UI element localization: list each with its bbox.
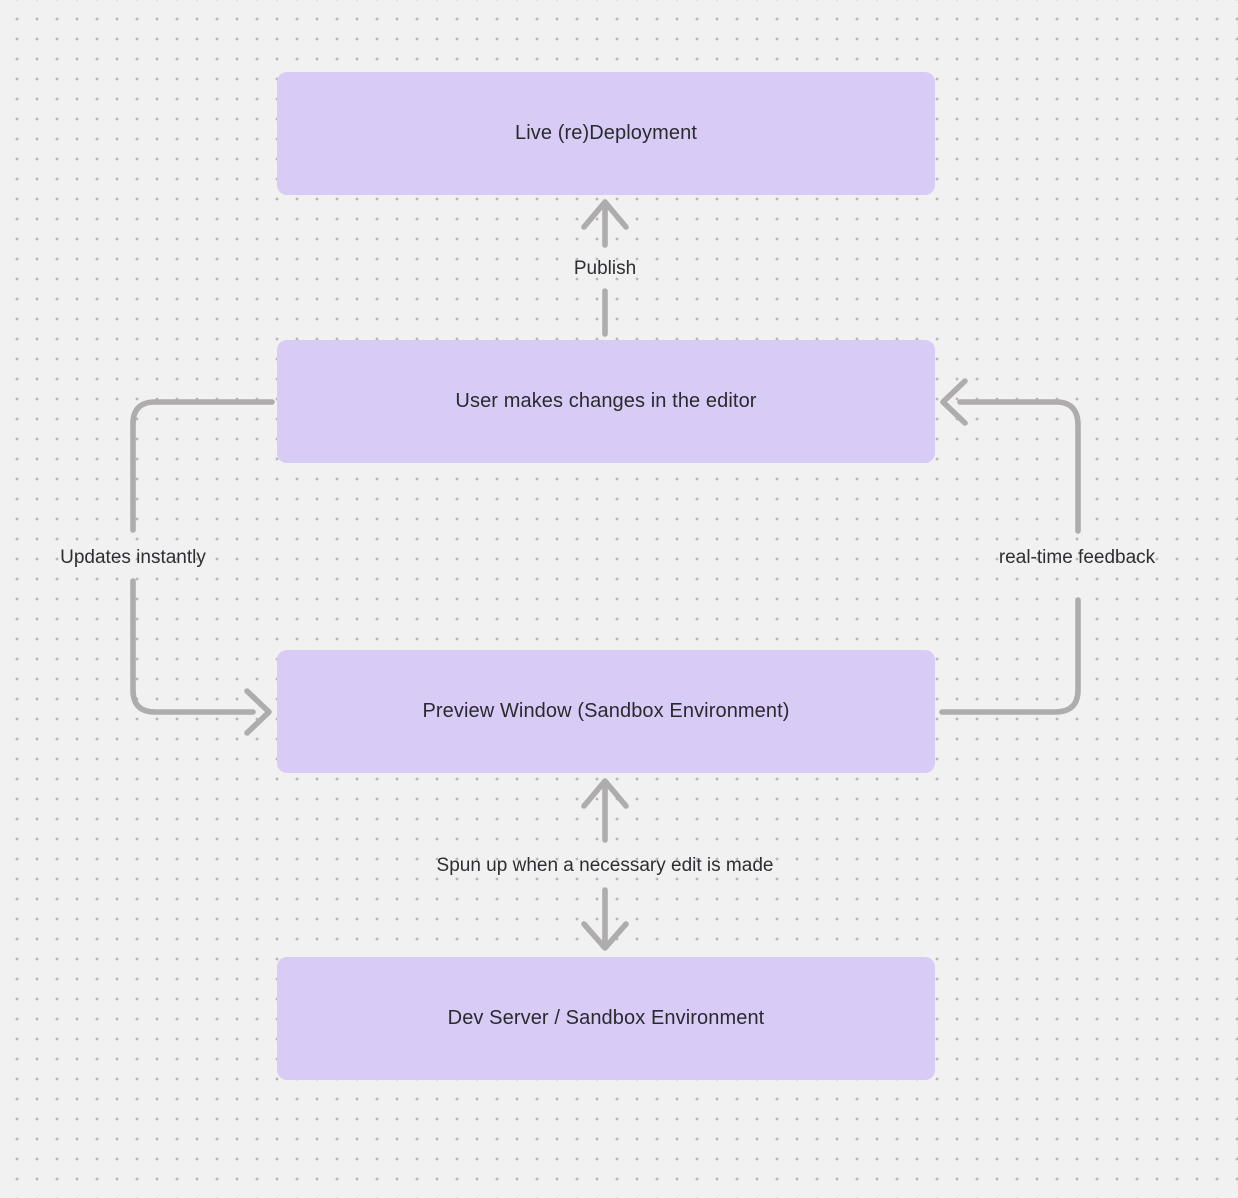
edge-label-publish: Publish bbox=[573, 258, 637, 279]
arrow-updates-instantly bbox=[130, 399, 275, 736]
node-editor[interactable]: User makes changes in the editor bbox=[277, 340, 935, 463]
node-live-deployment[interactable]: Live (re)Deployment bbox=[277, 72, 935, 195]
edge-label-realtime-feedback: real-time feedback bbox=[998, 547, 1156, 568]
node-preview-label: Preview Window (Sandbox Environment) bbox=[422, 700, 790, 722]
node-live-deployment-label: Live (re)Deployment bbox=[515, 122, 697, 144]
arrow-publish bbox=[581, 199, 629, 337]
arrow-realtime-feedback bbox=[939, 378, 1081, 715]
node-preview[interactable]: Preview Window (Sandbox Environment) bbox=[277, 650, 935, 773]
node-editor-label: User makes changes in the editor bbox=[455, 390, 757, 412]
arrow-spun-up bbox=[581, 778, 629, 951]
node-dev-server[interactable]: Dev Server / Sandbox Environment bbox=[277, 957, 935, 1080]
node-dev-server-label: Dev Server / Sandbox Environment bbox=[447, 1007, 765, 1029]
edge-label-spun-up: Spun up when a necessary edit is made bbox=[436, 855, 774, 876]
edge-label-updates-instantly: Updates instantly bbox=[60, 547, 206, 568]
